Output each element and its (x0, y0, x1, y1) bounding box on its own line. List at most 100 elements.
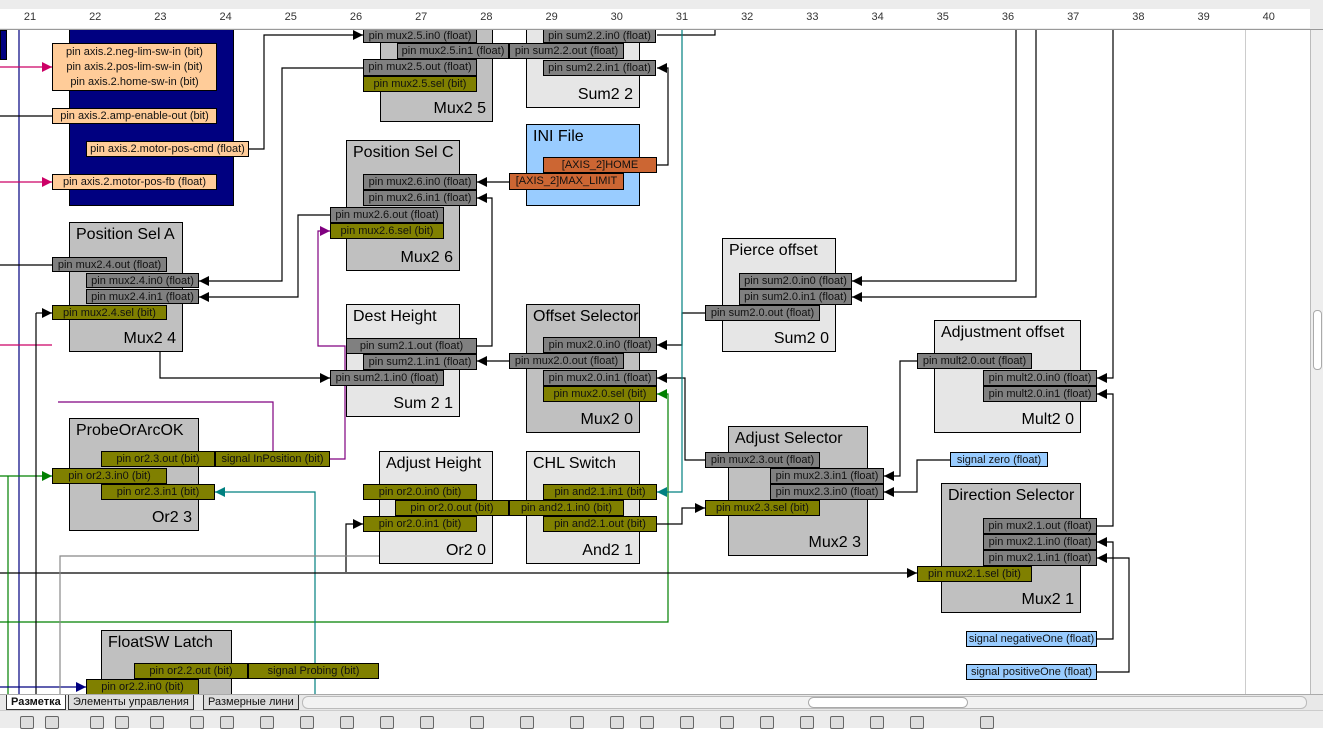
axis-pin[interactable]: pin axis.2.motor-pos-fb (float) (52, 174, 217, 190)
toolbar-tool-icon[interactable] (220, 716, 234, 729)
block-title: Adjust Selector (735, 430, 843, 447)
pin[interactable]: pin or2.3.out (bit) (101, 451, 215, 467)
pin[interactable]: pin mux2.6.sel (bit) (330, 223, 444, 239)
signal-2[interactable]: signal positiveOne (float) (966, 664, 1097, 680)
ruler-tick: 36 (1001, 11, 1015, 23)
pin[interactable]: pin or2.0.out (bit) (395, 500, 509, 516)
pin[interactable]: pin mux2.1.sel (bit) (917, 566, 1032, 582)
pin[interactable]: pin mux2.4.sel (bit) (52, 305, 167, 320)
arrow-head (1097, 553, 1107, 563)
ini-parameter[interactable]: [AXIS_2]HOME (543, 157, 657, 173)
pin[interactable]: pin mult2.0.out (float) (917, 353, 1032, 369)
drawing-canvas[interactable]: pin axis.2.neg-lim-sw-in (bit)pin axis.2… (0, 30, 1310, 694)
pin[interactable]: pin mux2.1.in1 (float) (983, 550, 1097, 566)
pin[interactable]: pin sum2.2.in1 (float) (543, 60, 656, 76)
pin[interactable]: pin or2.2.in0 (bit) (86, 679, 199, 694)
axis-pin[interactable]: pin axis.2.neg-lim-sw-in (bit)pin axis.2… (52, 43, 217, 91)
toolbar-tool-icon[interactable] (20, 716, 34, 729)
pin[interactable]: pin or2.2.out (bit) (134, 663, 248, 679)
arrow-head (42, 471, 52, 481)
pin[interactable]: pin mux2.0.in1 (float) (543, 370, 657, 386)
pin[interactable]: pin or2.0.in0 (bit) (363, 484, 477, 500)
pin[interactable]: pin or2.0.in1 (bit) (363, 516, 477, 532)
wire (657, 377, 705, 461)
toolbar-tool-icon[interactable] (980, 716, 994, 729)
pin[interactable]: pin sum2.1.out (float) (346, 338, 477, 354)
pin[interactable]: pin sum2.2.in0 (float) (543, 30, 656, 43)
toolbar-tool-icon[interactable] (760, 716, 774, 729)
signal-label[interactable]: signal Probing (bit) (248, 663, 379, 679)
toolbar-tool-icon[interactable] (610, 716, 624, 729)
toolbar-tool-icon[interactable] (190, 716, 204, 729)
pin[interactable]: pin mux2.1.out (float) (983, 518, 1097, 534)
pin[interactable]: pin mux2.4.out (float) (52, 257, 167, 272)
pin[interactable]: pin sum2.2.out (float) (509, 43, 624, 59)
pin[interactable]: pin mux2.0.in0 (float) (543, 337, 657, 353)
signal-label[interactable]: signal InPosition (bit) (215, 451, 330, 467)
pin[interactable]: pin sum2.0.in0 (float) (739, 273, 852, 289)
toolbar-tool-icon[interactable] (570, 716, 584, 729)
axis-pin[interactable]: pin axis.2.motor-pos-cmd (float) (86, 141, 249, 157)
toolbar-tool-icon[interactable] (910, 716, 924, 729)
wire (59, 555, 379, 694)
pin[interactable]: pin or2.3.in1 (bit) (101, 484, 215, 500)
signal-0[interactable]: signal zero (float) (950, 452, 1048, 467)
pin[interactable]: pin mux2.3.in0 (float) (770, 484, 884, 500)
pin[interactable]: pin mult2.0.in1 (float) (983, 386, 1097, 402)
block-component-name: Mux2 6 (400, 249, 453, 266)
block-title: INI File (533, 128, 584, 145)
horizontal-scrollbar[interactable] (302, 696, 1307, 709)
vertical-scrollbar[interactable] (1310, 30, 1323, 694)
signal-1[interactable]: signal negativeOne (float) (966, 631, 1097, 647)
toolbar-tool-icon[interactable] (800, 716, 814, 729)
pin[interactable]: pin mux2.5.in0 (float) (363, 30, 477, 43)
pin[interactable]: pin mux2.5.sel (bit) (363, 76, 477, 92)
toolbar-tool-icon[interactable] (520, 716, 534, 729)
toolbar-tool-icon[interactable] (380, 716, 394, 729)
toolbar-tool-icon[interactable] (150, 716, 164, 729)
pin[interactable]: pin and2.1.in0 (bit) (509, 500, 624, 516)
toolbar-tool-icon[interactable] (830, 716, 844, 729)
toolbar-tool-icon[interactable] (640, 716, 654, 729)
pin[interactable]: pin or2.3.in0 (bit) (52, 468, 167, 484)
pin[interactable]: pin mux2.0.out (float) (509, 353, 624, 369)
ini-parameter[interactable]: [AXIS_2]MAX_LIMIT (509, 173, 624, 190)
pin[interactable]: pin mux2.4.in0 (float) (86, 273, 199, 288)
pin[interactable]: pin mux2.3.sel (bit) (705, 500, 820, 516)
block-component-name: And2 1 (582, 542, 633, 559)
pin[interactable]: pin mux2.3.in1 (float) (770, 468, 884, 484)
pin[interactable]: pin mux2.6.in0 (float) (363, 174, 477, 190)
pin[interactable]: pin sum2.0.out (float) (705, 305, 820, 321)
pin[interactable]: pin mux2.6.out (float) (330, 207, 444, 223)
pin[interactable]: pin sum2.0.in1 (float) (739, 289, 852, 305)
toolbar-tool-icon[interactable] (340, 716, 354, 729)
toolbar-tool-icon[interactable] (470, 716, 484, 729)
toolbar-tool-icon[interactable] (90, 716, 104, 729)
pin[interactable]: pin mux2.5.in1 (float) (397, 43, 509, 59)
toolbar-tool-icon[interactable] (680, 716, 694, 729)
pin[interactable]: pin mux2.0.sel (bit) (543, 386, 657, 402)
toolbar-tool-icon[interactable] (260, 716, 274, 729)
toolbar-tool-icon[interactable] (870, 716, 884, 729)
pin[interactable]: pin mux2.1.in0 (float) (983, 534, 1097, 550)
block-title: Pierce offset (729, 242, 818, 259)
tab-layout[interactable]: Разметка (6, 695, 66, 710)
pin[interactable]: pin mux2.6.in1 (float) (363, 190, 477, 206)
tab-controls[interactable]: Элементы управления (68, 695, 194, 710)
toolbar-tool-icon[interactable] (720, 716, 734, 729)
axis-pin[interactable]: pin axis.2.amp-enable-out (bit) (52, 108, 217, 124)
tab-dimension-lines[interactable]: Размерные лини (203, 695, 299, 710)
pin[interactable]: pin mult2.0.in0 (float) (983, 370, 1097, 386)
pin[interactable]: pin mux2.5.out (float) (363, 59, 477, 76)
toolbar-tool-icon[interactable] (420, 716, 434, 729)
toolbar-tool-icon[interactable] (115, 716, 129, 729)
pin[interactable]: pin and2.1.in1 (bit) (543, 484, 657, 500)
pin[interactable]: pin mux2.3.out (float) (705, 452, 820, 468)
pin[interactable]: pin and2.1.out (bit) (543, 516, 657, 532)
wire (199, 67, 363, 282)
toolbar-tool-icon[interactable] (300, 716, 314, 729)
pin[interactable]: pin sum2.1.in0 (float) (330, 370, 444, 386)
toolbar-tool-icon[interactable] (45, 716, 59, 729)
pin[interactable]: pin sum2.1.in1 (float) (363, 354, 477, 370)
pin[interactable]: pin mux2.4.in1 (float) (86, 289, 199, 304)
